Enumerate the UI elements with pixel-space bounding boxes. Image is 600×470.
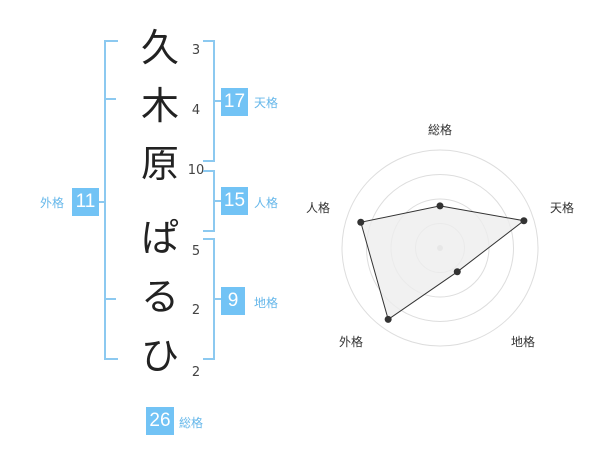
gaikaku-value: 11 — [72, 188, 99, 216]
name-char-2: 木 — [140, 84, 179, 128]
stroke-count-4: 5 — [191, 244, 201, 259]
stroke-count-6: 2 — [191, 365, 201, 380]
radar-ring-3 — [366, 174, 514, 322]
radar-label-tenkaku: 天格 — [550, 200, 574, 215]
jinkaku-label: 人格 — [254, 196, 279, 210]
radar-label-gaikaku: 外格 — [339, 334, 363, 349]
radar-point-1 — [520, 217, 528, 225]
radar-point-3 — [384, 315, 392, 323]
radar-points — [357, 202, 528, 323]
soukaku-label: 総格 — [179, 416, 204, 430]
name-char-5: る — [140, 275, 179, 319]
radar-point-4 — [357, 218, 365, 226]
chikaku-label: 地格 — [254, 296, 279, 310]
name-char-4: ぱ — [140, 216, 179, 260]
chikaku-bracket-tick — [213, 298, 222, 300]
radar-label-jinkaku: 人格 — [306, 200, 330, 215]
jinkaku-bracket-tick — [213, 200, 222, 202]
chikaku-value: 9 — [221, 287, 245, 315]
gaikaku-bracket — [104, 40, 118, 360]
jinkaku-value: 15 — [221, 187, 248, 215]
tenkaku-bracket-tick — [213, 100, 222, 102]
bracket-tick-char-2 — [106, 98, 116, 100]
radar-label-soukaku: 総格 — [428, 122, 452, 137]
gaikaku-bracket-tick — [94, 201, 106, 203]
tenkaku-value: 17 — [221, 88, 248, 116]
gaikaku-label: 外格 — [40, 196, 65, 210]
name-char-1: 久 — [140, 26, 179, 70]
radar-label-chikaku: 地格 — [511, 334, 535, 349]
stroke-count-2: 4 — [191, 103, 201, 118]
radar-polygon — [360, 205, 526, 321]
name-char-3: 原 — [140, 142, 179, 186]
tenkaku-label: 天格 — [254, 96, 279, 110]
radar-ring-4 — [341, 149, 539, 347]
stroke-count-5: 2 — [191, 303, 201, 318]
stroke-count-1: 3 — [191, 43, 201, 58]
radar-point-2 — [453, 268, 461, 276]
radar-point-0 — [436, 202, 444, 210]
stroke-count-3: 10 — [187, 163, 205, 178]
name-char-6: ひ — [140, 334, 179, 378]
soukaku-value: 26 — [146, 407, 174, 435]
bracket-tick-char-5 — [106, 298, 116, 300]
